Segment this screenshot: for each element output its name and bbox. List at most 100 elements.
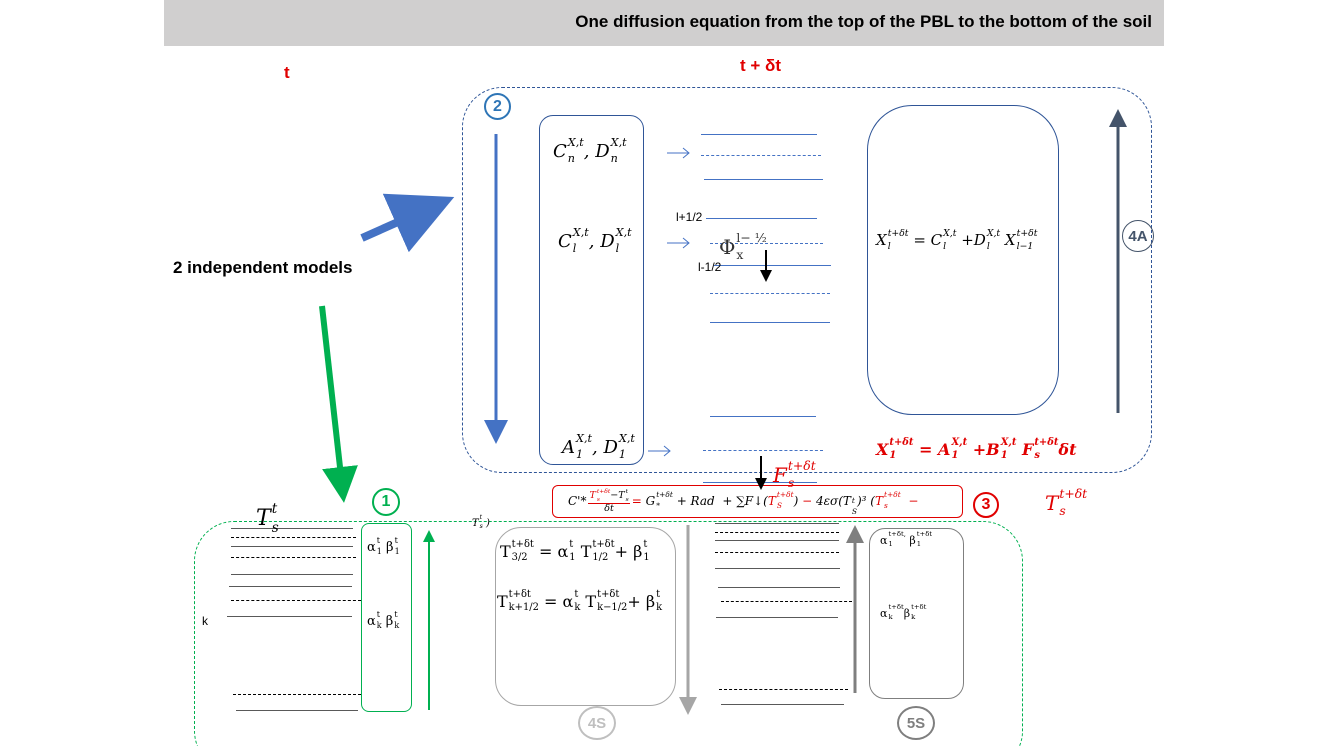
layer-midpoint-line [710,293,830,294]
layer-midpoint-line [715,532,839,533]
layer-level-line [704,179,823,180]
layer-level-line [227,616,352,617]
layer-label-k: k [202,614,208,628]
math-token: ↓( [753,494,768,509]
header-bar: One diffusion equation from the top of t… [164,0,1164,46]
layer-level-line [701,134,817,135]
time-t-dt-label: t + δt [740,56,782,75]
back-substitution-box [867,105,1059,415]
math-token: + [956,231,974,250]
math-token: , [583,140,596,162]
layer-midpoint-line [721,601,852,602]
layer-level-line [721,704,844,705]
layer-midpoint-line [231,600,361,601]
soil-model-box [194,521,1023,746]
math-token: δt [1058,440,1077,460]
math-token: )³ ( [857,494,875,509]
layer-level-line [715,568,840,569]
math-token: δt [604,502,614,514]
math-token: , [591,436,604,458]
coefficients-box [539,115,644,465]
soil-equations-box-4s [495,527,676,706]
layer-level-line [715,540,839,541]
layer-midpoint-line [715,552,839,553]
layer-level-line [710,416,816,417]
models-label: 2 independent models [173,258,353,277]
layer-level-line [231,528,353,529]
layer-level-line [715,523,839,524]
to-soil-arrow [319,305,358,503]
math-token: = [913,440,939,460]
layer-level-line [716,617,838,618]
step-badge-4a: 4A [1122,220,1154,252]
layer-label-l-minus-half: l-1/2 [698,260,722,274]
layer-level-line [706,218,817,219]
arrow-right-icon [667,237,690,249]
arrow-right-icon [648,445,671,457]
step-badge-5s: 5S [897,706,935,740]
soil-coefficients-box [361,523,412,712]
math-token: ) [793,494,803,509]
math-token: C'* [568,494,587,509]
step-badge-1: 1 [372,488,400,516]
soil-coefficients-box-5s [869,528,964,699]
layer-midpoint-line [719,689,848,690]
layer-midpoint-line [231,537,356,538]
layer-midpoint-line [703,450,823,451]
time-t-label: t [284,63,290,82]
math-token: + Rad + ∑F [672,494,754,509]
layer-midpoint-line [710,243,823,244]
layer-midpoint-line [231,557,356,558]
atmosphere-model-box [462,87,1152,473]
